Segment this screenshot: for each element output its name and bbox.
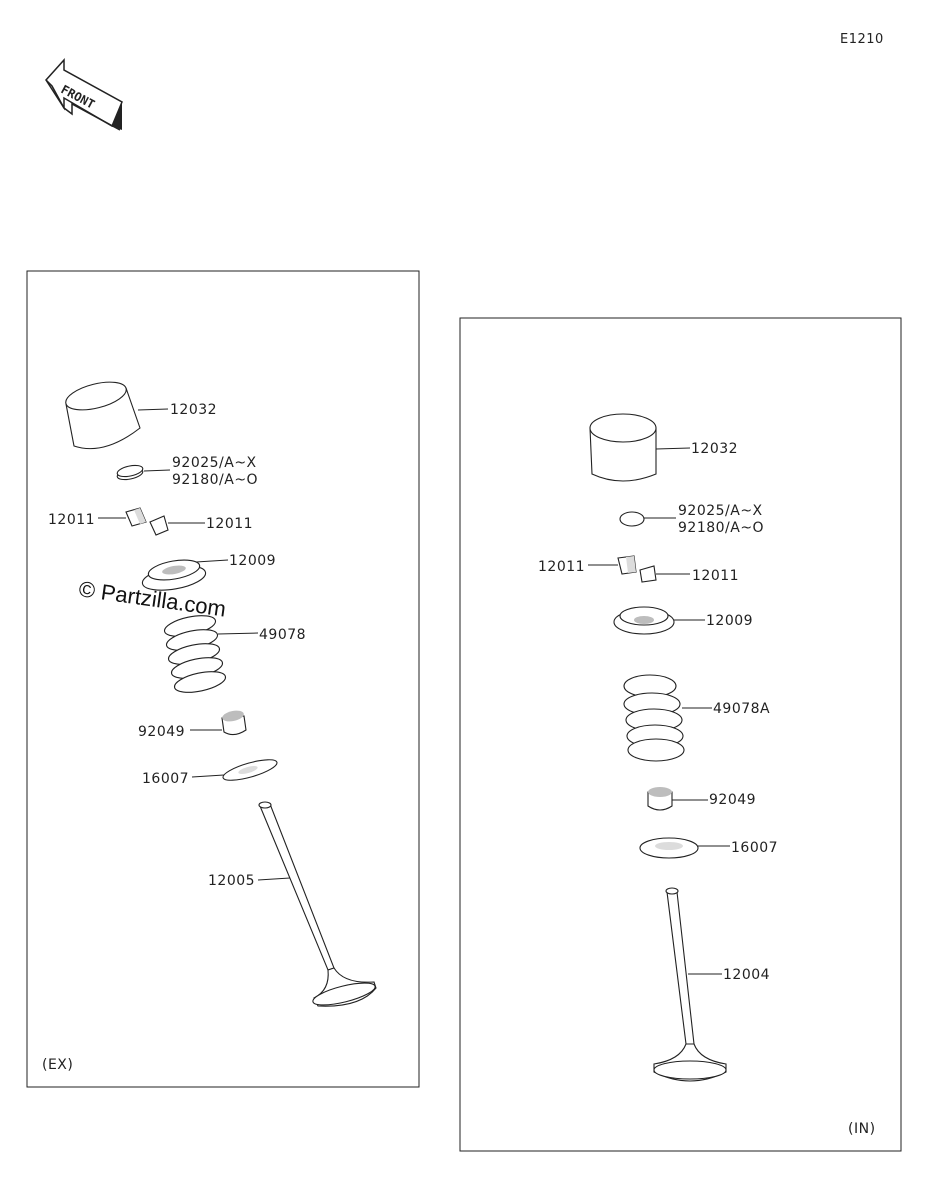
exhaust-panel-frame — [26, 270, 420, 1088]
in-stem-seal-label: 92049 — [709, 792, 756, 808]
in-tappet-label: 12032 — [691, 441, 738, 457]
ex-tappet: 12032 — [65, 381, 217, 450]
ex-stem-seal-label: 92049 — [138, 724, 185, 740]
in-shim-label-b: 92180/A~O — [678, 520, 764, 536]
front-arrow-icon: FRONT — [45, 58, 123, 131]
ex-tappet-label: 12032 — [170, 402, 217, 418]
in-spring: 49078A — [623, 674, 770, 762]
in-spring-seat: 16007 — [639, 837, 778, 859]
in-retainer: 12009 — [613, 606, 753, 635]
ex-retainer-label: 12009 — [229, 553, 276, 569]
in-cotter-right-label: 12011 — [692, 568, 739, 584]
intake-tag: (IN) — [848, 1121, 876, 1137]
in-valve-label: 12004 — [723, 967, 770, 983]
ex-cotter-left-label: 12011 — [48, 512, 95, 528]
ex-cotter-right-label: 12011 — [206, 516, 253, 532]
in-spring-label: 49078A — [713, 701, 770, 717]
in-cotter-left-label: 12011 — [538, 559, 585, 575]
ex-spring: 49078 — [163, 615, 306, 693]
in-tappet: 12032 — [589, 413, 738, 482]
in-shim-label-a: 92025/A~X — [678, 503, 763, 519]
in-retainer-label: 12009 — [706, 613, 753, 629]
ex-shim: 92025/A~X 92180/A~O — [116, 455, 258, 488]
ex-spring-seat-label: 16007 — [142, 771, 189, 787]
ex-shim-label-b: 92180/A~O — [172, 472, 258, 488]
ex-retainer: 12009 — [141, 553, 276, 591]
in-cotters: 12011 12011 — [538, 555, 739, 584]
intake-panel: 12032 92025/A~X 92180/A~O 12011 12011 12… — [459, 317, 902, 1152]
exhaust-panel: 12032 92025/A~X 92180/A~O 12011 12011 — [26, 270, 420, 1088]
diagram-code: E1210 — [840, 32, 884, 47]
in-valve: 12004 — [653, 887, 770, 1082]
in-shim: 92025/A~X 92180/A~O — [619, 503, 764, 536]
in-spring-seat-label: 16007 — [731, 840, 778, 856]
ex-valve: 12005 — [208, 801, 377, 1007]
ex-stem-seal: 92049 — [138, 710, 247, 740]
ex-valve-label: 12005 — [208, 873, 255, 889]
intake-panel-frame — [459, 317, 902, 1152]
ex-shim-label-a: 92025/A~X — [172, 455, 257, 471]
ex-spring-label: 49078 — [259, 627, 306, 643]
exhaust-tag: (EX) — [42, 1057, 73, 1073]
ex-spring-seat: 16007 — [142, 759, 278, 787]
in-stem-seal: 92049 — [647, 787, 756, 811]
ex-cotters: 12011 12011 — [48, 507, 253, 536]
